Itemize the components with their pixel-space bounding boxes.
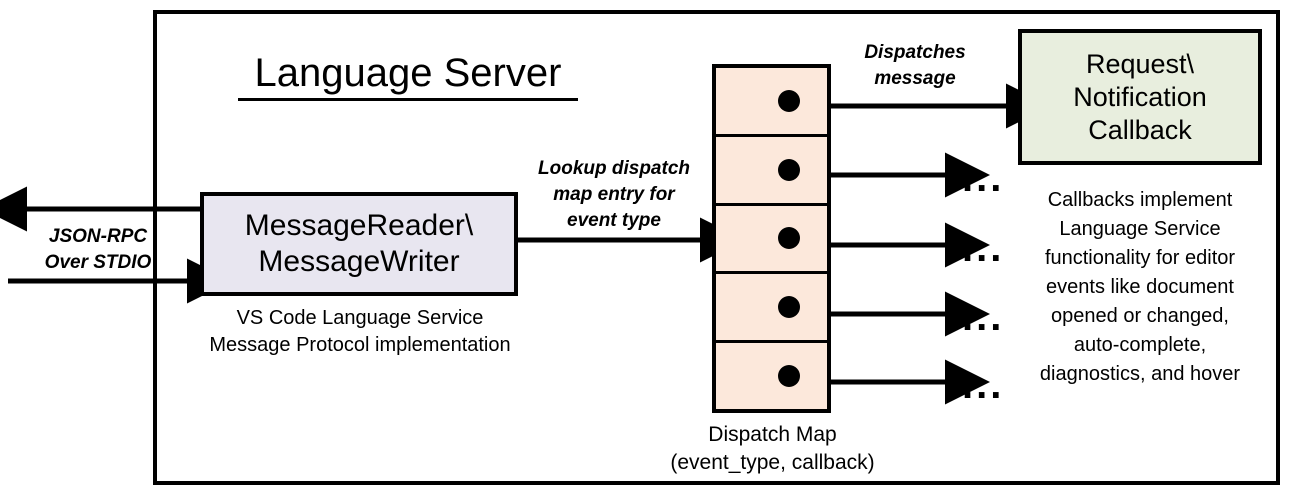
dispatch-edge-label-line2: message — [874, 68, 956, 89]
page-title: Language Server — [238, 50, 578, 101]
dispatch-map-caption-line1: Dispatch Map — [708, 423, 837, 446]
callback-caption-line6: auto-complete, — [1073, 334, 1207, 356]
dispatch-map-row[interactable] — [716, 274, 827, 344]
dispatch-entry-dot-icon — [778, 227, 800, 250]
message-reader-writer-box[interactable]: MessageReader\ MessageWriter — [200, 192, 518, 296]
dispatch-row-3-ellipsis: ... — [962, 226, 1005, 270]
lookup-edge-label-line1: Lookup dispatch — [538, 158, 690, 179]
callback-caption: Callbacks implement Language Service fun… — [1008, 186, 1272, 389]
dispatch-entry-dot-icon — [778, 365, 800, 388]
callback-box-line2: Notification — [1073, 81, 1207, 112]
lookup-edge-label: Lookup dispatch map entry for event type — [516, 156, 712, 234]
message-reader-label: MessageReader\ — [244, 209, 474, 242]
lookup-edge-label-line2: map entry for — [553, 184, 675, 205]
language-server-boundary — [153, 10, 1280, 485]
message-layer-caption-line2: Message Protocol implementation — [209, 334, 511, 356]
dispatch-map-row[interactable] — [716, 68, 827, 137]
stdio-edge-label-line2: Over STDIO — [44, 252, 152, 273]
dispatch-row-5-ellipsis: ... — [962, 363, 1005, 407]
dispatch-edge-label: Dispatches message — [832, 40, 998, 92]
callback-box-line3: Callback — [1088, 114, 1192, 145]
dispatch-map-row[interactable] — [716, 206, 827, 275]
request-notification-callback-box[interactable]: Request\ Notification Callback — [1018, 29, 1262, 165]
dispatch-map-row[interactable] — [716, 137, 827, 206]
message-layer-caption: VS Code Language Service Message Protoco… — [195, 305, 525, 359]
callback-caption-line2: Language Service — [1059, 218, 1221, 240]
callback-caption-line5: opened or changed, — [1051, 305, 1229, 327]
callback-caption-line4: events like document — [1046, 276, 1234, 298]
callback-caption-line3: functionality for editor — [1044, 247, 1236, 269]
stdio-edge-label: JSON-RPC Over STDIO — [28, 224, 168, 276]
dispatch-map-caption-line2: (event_type, callback) — [670, 451, 875, 474]
dispatch-row-4-ellipsis: ... — [962, 295, 1005, 339]
lookup-edge-label-line3: event type — [567, 210, 661, 231]
dispatch-map-row[interactable] — [716, 343, 827, 409]
message-writer-label: MessageWriter — [258, 245, 460, 278]
dispatch-entry-dot-icon — [778, 296, 800, 319]
dispatch-row-2-ellipsis: ... — [962, 156, 1005, 200]
dispatch-edge-label-line1: Dispatches — [864, 42, 966, 63]
callback-caption-line7: diagnostics, and hover — [1039, 363, 1241, 385]
dispatch-entry-dot-icon — [778, 158, 800, 181]
dispatch-map-caption: Dispatch Map (event_type, callback) — [645, 421, 900, 477]
dispatch-entry-dot-icon — [778, 89, 800, 112]
callback-box-line1: Request\ — [1085, 48, 1195, 79]
dispatch-map-table[interactable] — [712, 64, 831, 413]
stdio-edge-label-line1: JSON-RPC — [48, 226, 148, 247]
message-layer-caption-line1: VS Code Language Service — [236, 307, 484, 329]
callback-caption-line1: Callbacks implement — [1047, 189, 1233, 211]
